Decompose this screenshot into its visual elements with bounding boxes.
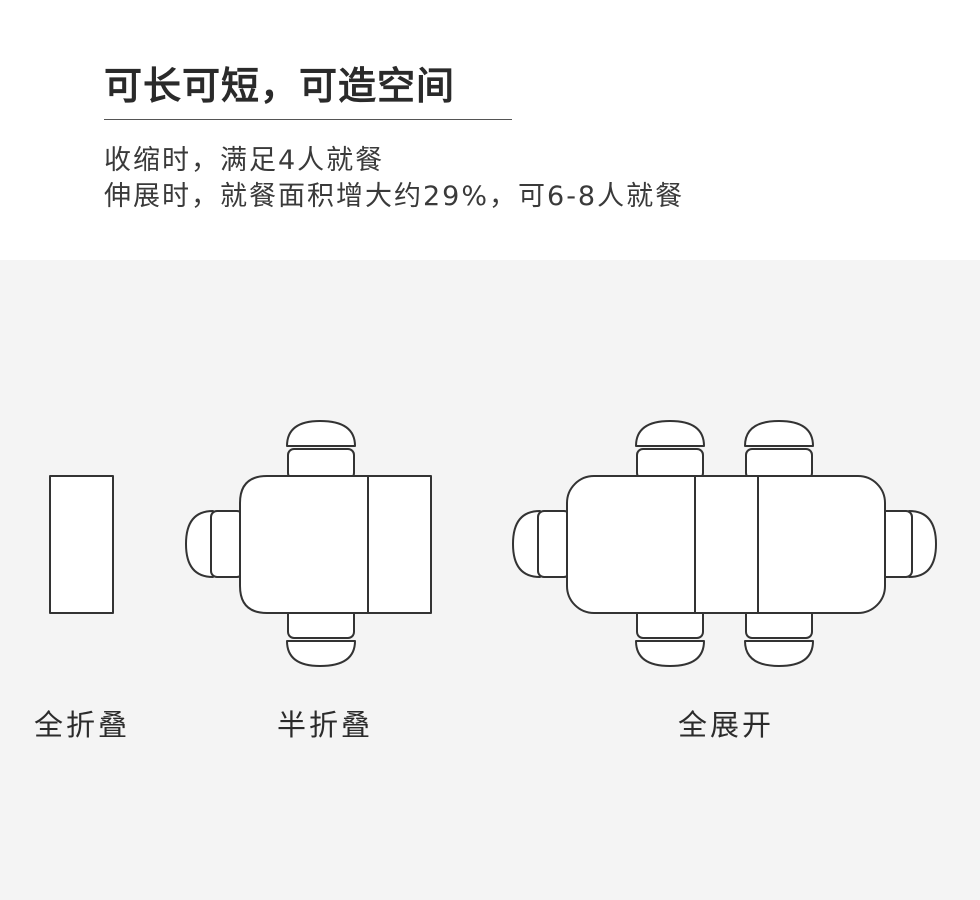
chair-bottom: [286, 607, 356, 667]
half-folded-table-top: [239, 475, 432, 614]
chair-bottom-right: [744, 607, 814, 667]
label-fully-folded: 全折叠: [33, 708, 131, 742]
chair-top-left: [635, 420, 705, 480]
header-section: 可长可短，可造空间 收缩时，满足4人就餐 伸展时，就餐面积增大约29%，可6-8…: [0, 0, 980, 260]
half-folded-set: [185, 420, 432, 667]
chair-right-end: [879, 510, 937, 578]
table-diagram: [49, 420, 937, 667]
label-half-folded: 半折叠: [276, 708, 374, 742]
chair-top-right: [744, 420, 814, 480]
chair-left-end: [512, 510, 571, 578]
description-collapsed: 收缩时，满足4人就餐: [104, 145, 385, 176]
chair-bottom-left: [635, 607, 705, 667]
chair-left: [185, 510, 244, 578]
page-title: 可长可短，可造空间: [104, 64, 456, 108]
extended-table-top: [566, 475, 886, 614]
extended-set: [512, 420, 937, 667]
description-extended: 伸展时，就餐面积增大约29%，可6-8人就餐: [104, 181, 685, 212]
chair-top: [286, 420, 356, 480]
label-fully-extended: 全展开: [677, 708, 775, 742]
folded-table: [49, 475, 114, 614]
title-divider: [104, 119, 512, 120]
folded-table-top: [49, 475, 114, 614]
